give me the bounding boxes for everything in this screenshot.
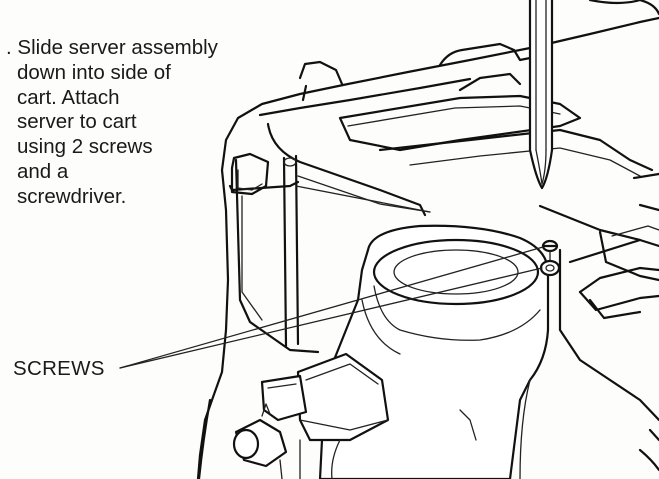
screwdriver [528, 0, 554, 190]
screws-callout-label: SCREWS [13, 357, 105, 380]
instruction-line-6: and a [17, 159, 69, 183]
assembly-instruction: . Slide server assembly down into side o… [6, 36, 286, 210]
instruction-line-3: cart. Attach [17, 85, 120, 109]
screw-upper [541, 239, 559, 263]
screws-leader-lines [119, 246, 544, 369]
screw-lower [539, 259, 561, 277]
server-assembly [232, 224, 550, 479]
step-marker: . [6, 36, 12, 59]
instruction-line-2: down into side of [17, 60, 171, 84]
instruction-line-4: server to cart [17, 110, 137, 134]
instruction-line-5: using 2 screws [17, 135, 153, 159]
instruction-line-7: screwdriver. [17, 184, 127, 208]
instruction-line-1: . Slide server assembly [6, 36, 218, 59]
